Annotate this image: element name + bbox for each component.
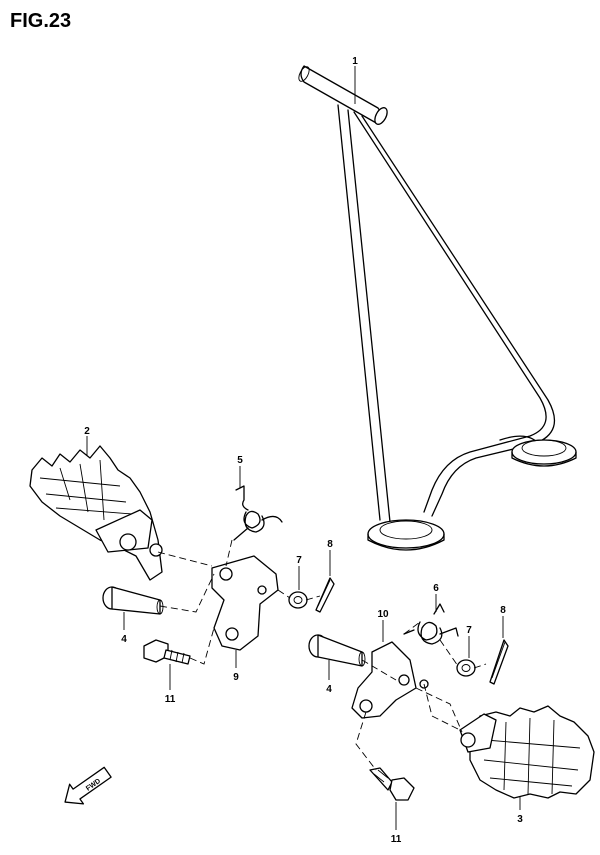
part-11-bolt-left bbox=[143, 639, 191, 665]
callout-1: 1 bbox=[352, 56, 358, 67]
callout-4-right: 4 bbox=[326, 684, 332, 695]
part-5-spring-left bbox=[233, 485, 283, 541]
callout-9: 9 bbox=[233, 672, 239, 683]
figure-title: FIG.23 bbox=[10, 10, 72, 32]
fwd-arrow-icon: FWD bbox=[64, 766, 112, 805]
callout-6: 6 bbox=[433, 583, 439, 594]
part-11-bolt-right bbox=[369, 767, 415, 801]
part-4-pin-left bbox=[102, 586, 164, 615]
part-6-spring-right bbox=[403, 603, 459, 645]
callout-7-left: 7 bbox=[296, 555, 302, 566]
callout-11-right: 11 bbox=[391, 834, 402, 845]
callout-8-right: 8 bbox=[500, 605, 506, 616]
callout-3: 3 bbox=[517, 814, 523, 825]
part-2-footpeg-left bbox=[29, 445, 163, 581]
part-1-stand bbox=[298, 65, 577, 551]
callout-7-right: 7 bbox=[466, 625, 472, 636]
callout-labels: 1 2 3 4 4 5 6 7 7 8 8 9 10 11 11 bbox=[84, 56, 523, 845]
callout-4-left: 4 bbox=[121, 634, 127, 645]
part-8-cotter-pin-right bbox=[489, 639, 509, 685]
callout-2: 2 bbox=[84, 426, 90, 437]
callout-leaders bbox=[86, 66, 521, 830]
part-4-pin-right bbox=[308, 634, 366, 667]
part-9-bracket-left bbox=[211, 555, 279, 651]
callout-11-left: 11 bbox=[165, 694, 176, 705]
part-7-washer-right bbox=[456, 659, 476, 677]
callout-8-left: 8 bbox=[327, 539, 333, 550]
part-3-footpeg-right bbox=[459, 705, 595, 799]
callout-10: 10 bbox=[377, 609, 389, 620]
callout-5: 5 bbox=[237, 455, 243, 466]
part-7-washer-left bbox=[288, 591, 308, 609]
part-8-cotter-pin-left bbox=[315, 577, 335, 613]
part-10-bracket-right bbox=[351, 641, 429, 719]
assembly-dashed-lines bbox=[157, 539, 487, 771]
